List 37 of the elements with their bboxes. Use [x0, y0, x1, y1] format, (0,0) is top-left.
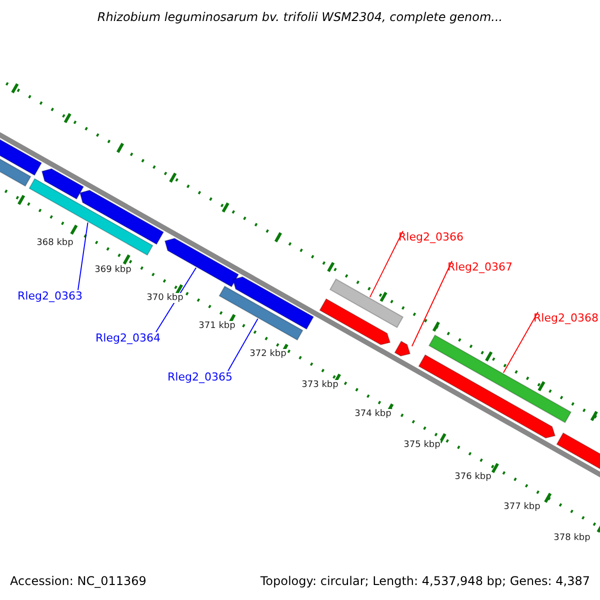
- gene-label: Rleg2_0363: [18, 290, 82, 302]
- pointed-gene-feature: [394, 340, 411, 356]
- pointed-gene-feature: [79, 190, 164, 245]
- title: Rhizobium leguminosarum bv. trifolii WSM2304, complete genom...: [96, 10, 504, 24]
- gene-label: Rleg2_0366: [398, 230, 464, 244]
- tick-label: 371 kbp: [198, 321, 236, 331]
- leader-line: [502, 312, 538, 374]
- tick-label: 374 kbp: [354, 409, 392, 419]
- gene-label: Rleg2_0365: [168, 370, 232, 384]
- gene-feature: [28, 178, 154, 256]
- gene-label: Rleg2_0367: [448, 260, 512, 274]
- pointed-gene-feature: [41, 168, 84, 200]
- pointed-gene-feature: [319, 298, 391, 346]
- tick-label: 372 kbp: [250, 349, 286, 359]
- gene-feature: [329, 278, 404, 328]
- tick-label: 368 kbp: [36, 238, 74, 248]
- tick-label: 378 kbp: [554, 533, 590, 543]
- tick-label: 373 kbp: [302, 380, 338, 390]
- leader-line: [156, 267, 197, 332]
- gene-label: Rleg2_0368: [534, 312, 598, 324]
- leader-line: [369, 230, 404, 298]
- tick-label: 376 kbp: [454, 472, 492, 482]
- footer-text: Accession: NC_011369: [10, 574, 146, 588]
- tick-label: 377 kbp: [504, 502, 540, 512]
- gene-feature: [428, 334, 572, 424]
- pointed-gene-feature: [164, 238, 240, 288]
- pointed-gene-feature: [0, 138, 42, 176]
- tick-label: 369 kbp: [94, 265, 132, 275]
- leader-line: [228, 318, 258, 372]
- tick-label: 375 kbp: [404, 440, 440, 450]
- tick-label: 370 kbp: [146, 293, 184, 303]
- leader-line: [78, 222, 88, 290]
- footer-text: Topology: circular; Length: 4,537,948 bp; Genes: 4,387: [260, 574, 590, 588]
- leader-line: [411, 260, 452, 347]
- pointed-gene-feature: [418, 354, 556, 439]
- gene-label: Rleg2_0364: [96, 332, 160, 344]
- gene-feature: [218, 286, 304, 341]
